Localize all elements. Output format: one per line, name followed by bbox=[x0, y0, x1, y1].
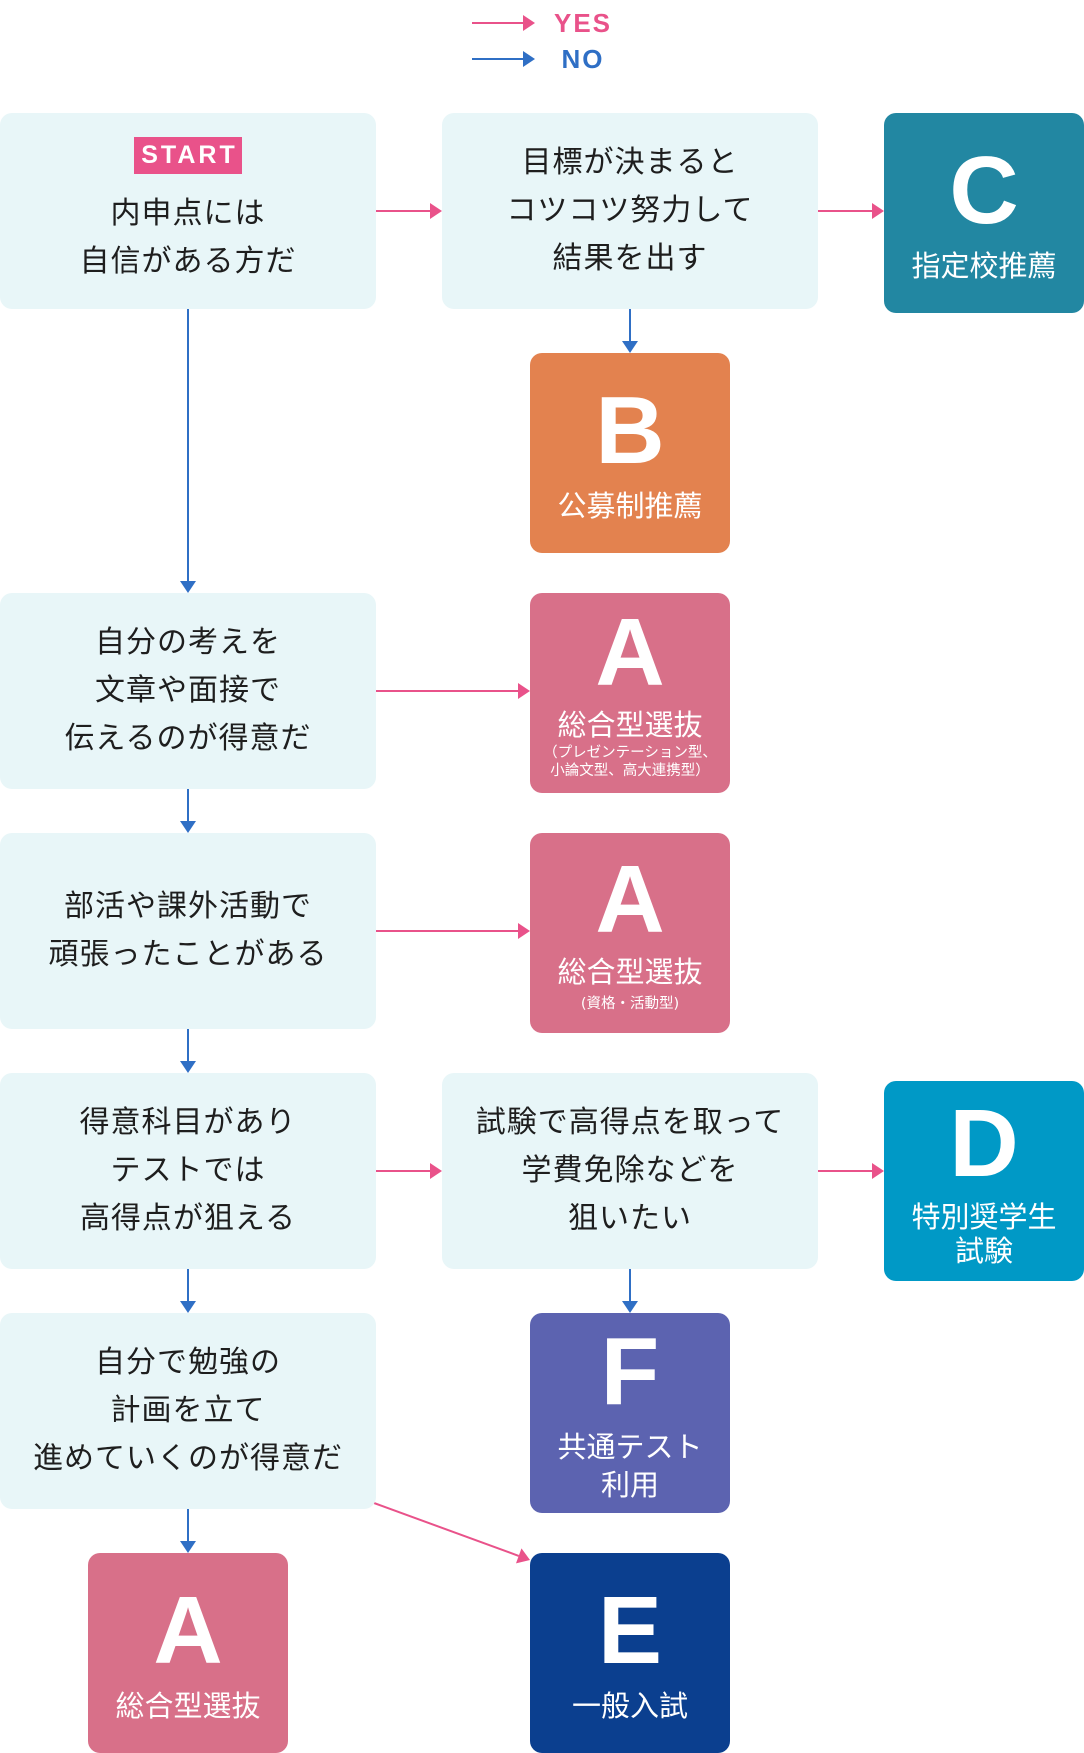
arrow-yes-q5-to-q6 bbox=[376, 1163, 442, 1179]
question-box-start: START 内申点には 自信がある方だ bbox=[0, 113, 376, 309]
arrow-yes-q6-to-d-arrowhead-icon bbox=[872, 1163, 884, 1179]
legend-yes-arrow bbox=[472, 15, 535, 31]
arrow-yes-q7-to-e bbox=[373, 1502, 530, 1564]
arrow-yes-q4-to-a2 bbox=[376, 923, 530, 939]
arrow-no-q1-to-q3-arrowhead-icon bbox=[180, 581, 196, 593]
question-box-expression: 自分の考えを 文章や面接で 伝えるのが得意だ bbox=[0, 593, 376, 789]
result-letter: A bbox=[153, 1577, 223, 1684]
arrow-no-q4-to-q5 bbox=[180, 1029, 196, 1073]
result-label-line: 一般入試 bbox=[571, 1689, 688, 1723]
result-label-line: 利用 bbox=[600, 1468, 659, 1502]
result-sublabel: （プレゼンテーション型、 小論文型、高大連携型） bbox=[543, 744, 717, 780]
question-text-line: 狙いたい bbox=[568, 1201, 692, 1236]
result-letter: F bbox=[600, 1318, 660, 1425]
result-sublabel: (資格・活動型) bbox=[581, 995, 679, 1013]
result-label: 特別奨学生 試験 bbox=[911, 1200, 1056, 1268]
result-letter: D bbox=[949, 1090, 1019, 1197]
result-sublabel-line: 小論文型、高大連携型） bbox=[550, 763, 710, 779]
question-text-line: 頑張ったことがある bbox=[48, 937, 328, 972]
arrow-yes-q5-to-q6-arrowhead-icon bbox=[430, 1163, 442, 1179]
legend-no-label: NO bbox=[561, 44, 605, 74]
arrow-yes-q1-to-q2 bbox=[376, 203, 442, 219]
result-sublabel-line: （プレゼンテーション型、 bbox=[543, 745, 717, 761]
arrow-no-q7-to-a3 bbox=[180, 1509, 196, 1553]
start-badge: START bbox=[134, 136, 242, 174]
arrow-yes-q1-to-q2-arrowhead-icon bbox=[430, 203, 442, 219]
result-letter: A bbox=[595, 846, 665, 953]
result-label-line: 特別奨学生 bbox=[911, 1200, 1057, 1234]
legend-no-arrow bbox=[472, 51, 535, 67]
arrow-no-q5-to-q7 bbox=[180, 1269, 196, 1313]
result-label-line: 公募制推薦 bbox=[557, 489, 703, 523]
result-letter: C bbox=[949, 137, 1019, 244]
arrow-no-q2-to-b-arrowhead-icon bbox=[622, 341, 638, 353]
question-text-line: 進めていくのが得意だ bbox=[33, 1441, 343, 1476]
result-label-line: 指定校推薦 bbox=[911, 249, 1057, 283]
arrow-no-q1-to-q3 bbox=[180, 309, 196, 593]
arrow-no-q4-to-q5-arrowhead-icon bbox=[180, 1061, 196, 1073]
result-label: 総合型選抜 bbox=[557, 953, 702, 991]
result-label: 総合型選抜 bbox=[115, 1687, 260, 1725]
arrow-no-q6-to-f-arrowhead-icon bbox=[622, 1301, 638, 1313]
result-label-line: 試験 bbox=[954, 1234, 1013, 1268]
question-text-line: 文章や面接で bbox=[95, 673, 281, 708]
question-text-line: 目標が決まると bbox=[521, 145, 739, 180]
question-text-line: 得意科目があり bbox=[79, 1105, 297, 1140]
arrow-no-q3-to-q4 bbox=[180, 789, 196, 833]
question-text-line: 部活や課外活動で bbox=[64, 889, 312, 924]
result-box-a-presentation: A 総合型選抜 （プレゼンテーション型、 小論文型、高大連携型） bbox=[530, 593, 730, 793]
question-text-line: 自分の考えを bbox=[95, 625, 281, 660]
question-box-activities: 部活や課外活動で 頑張ったことがある bbox=[0, 833, 376, 1029]
arrow-no-q6-to-f bbox=[622, 1269, 638, 1313]
result-label: 公募制推薦 bbox=[557, 487, 702, 525]
result-box-a-general: A 総合型選抜 bbox=[88, 1553, 288, 1753]
legend-yes-label: YES bbox=[553, 8, 613, 38]
question-text-line: コツコツ努力して bbox=[506, 193, 754, 228]
arrow-no-q7-to-a3-arrowhead-icon bbox=[180, 1541, 196, 1553]
question-text-line: 学費免除などを bbox=[521, 1153, 739, 1188]
arrow-yes-q2-to-c-arrowhead-icon bbox=[872, 203, 884, 219]
question-box-self-study: 自分で勉強の 計画を立て 進めていくのが得意だ bbox=[0, 1313, 376, 1509]
result-letter: B bbox=[595, 377, 665, 484]
question-box-effort: 目標が決まると コツコツ努力して 結果を出す bbox=[442, 113, 818, 309]
question-text-line: 結果を出す bbox=[552, 241, 708, 276]
question-text-line: 計画を立て bbox=[110, 1393, 266, 1428]
arrow-no-q2-to-b bbox=[622, 309, 638, 353]
question-text-line: 自分で勉強の bbox=[95, 1345, 281, 1380]
result-label: 指定校推薦 bbox=[911, 247, 1056, 285]
result-label: 一般入試 bbox=[572, 1687, 688, 1725]
arrow-yes-q7-to-e-line bbox=[373, 1502, 520, 1557]
result-box-c: C 指定校推薦 bbox=[884, 113, 1084, 313]
result-box-a-activities: A 総合型選抜 (資格・活動型) bbox=[530, 833, 730, 1033]
result-box-b: B 公募制推薦 bbox=[530, 353, 730, 553]
result-box-f: F 共通テスト 利用 bbox=[530, 1313, 730, 1513]
result-box-d: D 特別奨学生 試験 bbox=[884, 1081, 1084, 1281]
result-label-line: 総合型選抜 bbox=[557, 955, 703, 989]
result-label: 共通テスト 利用 bbox=[557, 1428, 702, 1504]
question-box-scholarship: 試験で高得点を取って 学費免除などを 狙いたい bbox=[442, 1073, 818, 1269]
question-text-line: 自信がある方だ bbox=[79, 243, 297, 279]
question-text-line: 高得点が狙える bbox=[79, 1201, 297, 1236]
result-letter: E bbox=[597, 1577, 663, 1684]
arrow-yes-q7-to-e-arrowhead-icon bbox=[515, 1548, 530, 1564]
question-text-line: 伝えるのが得意だ bbox=[64, 721, 312, 756]
arrow-yes-q6-to-d bbox=[818, 1163, 884, 1179]
arrow-no-q3-to-q4-arrowhead-icon bbox=[180, 821, 196, 833]
question-text-line: 内申点には bbox=[110, 195, 266, 231]
arrow-yes-q3-to-a1-arrowhead-icon bbox=[518, 683, 530, 699]
question-text-line: テストでは bbox=[110, 1153, 266, 1188]
arrow-yes-q2-to-c bbox=[818, 203, 884, 219]
result-label-line: 共通テスト bbox=[557, 1430, 703, 1464]
result-label-line: 総合型選抜 bbox=[557, 708, 703, 742]
result-sublabel-line: (資格・活動型) bbox=[580, 996, 680, 1012]
result-box-e: E 一般入試 bbox=[530, 1553, 730, 1753]
result-letter: A bbox=[595, 599, 665, 706]
result-label: 総合型選抜 bbox=[557, 706, 702, 744]
arrow-yes-q3-to-a1 bbox=[376, 683, 530, 699]
arrow-yes-q4-to-a2-arrowhead-icon bbox=[518, 923, 530, 939]
question-text-line: 試験で高得点を取って bbox=[475, 1105, 785, 1140]
question-box-strong-subject: 得意科目があり テストでは 高得点が狙える bbox=[0, 1073, 376, 1269]
arrow-no-q5-to-q7-arrowhead-icon bbox=[180, 1301, 196, 1313]
result-label-line: 総合型選抜 bbox=[115, 1689, 261, 1723]
